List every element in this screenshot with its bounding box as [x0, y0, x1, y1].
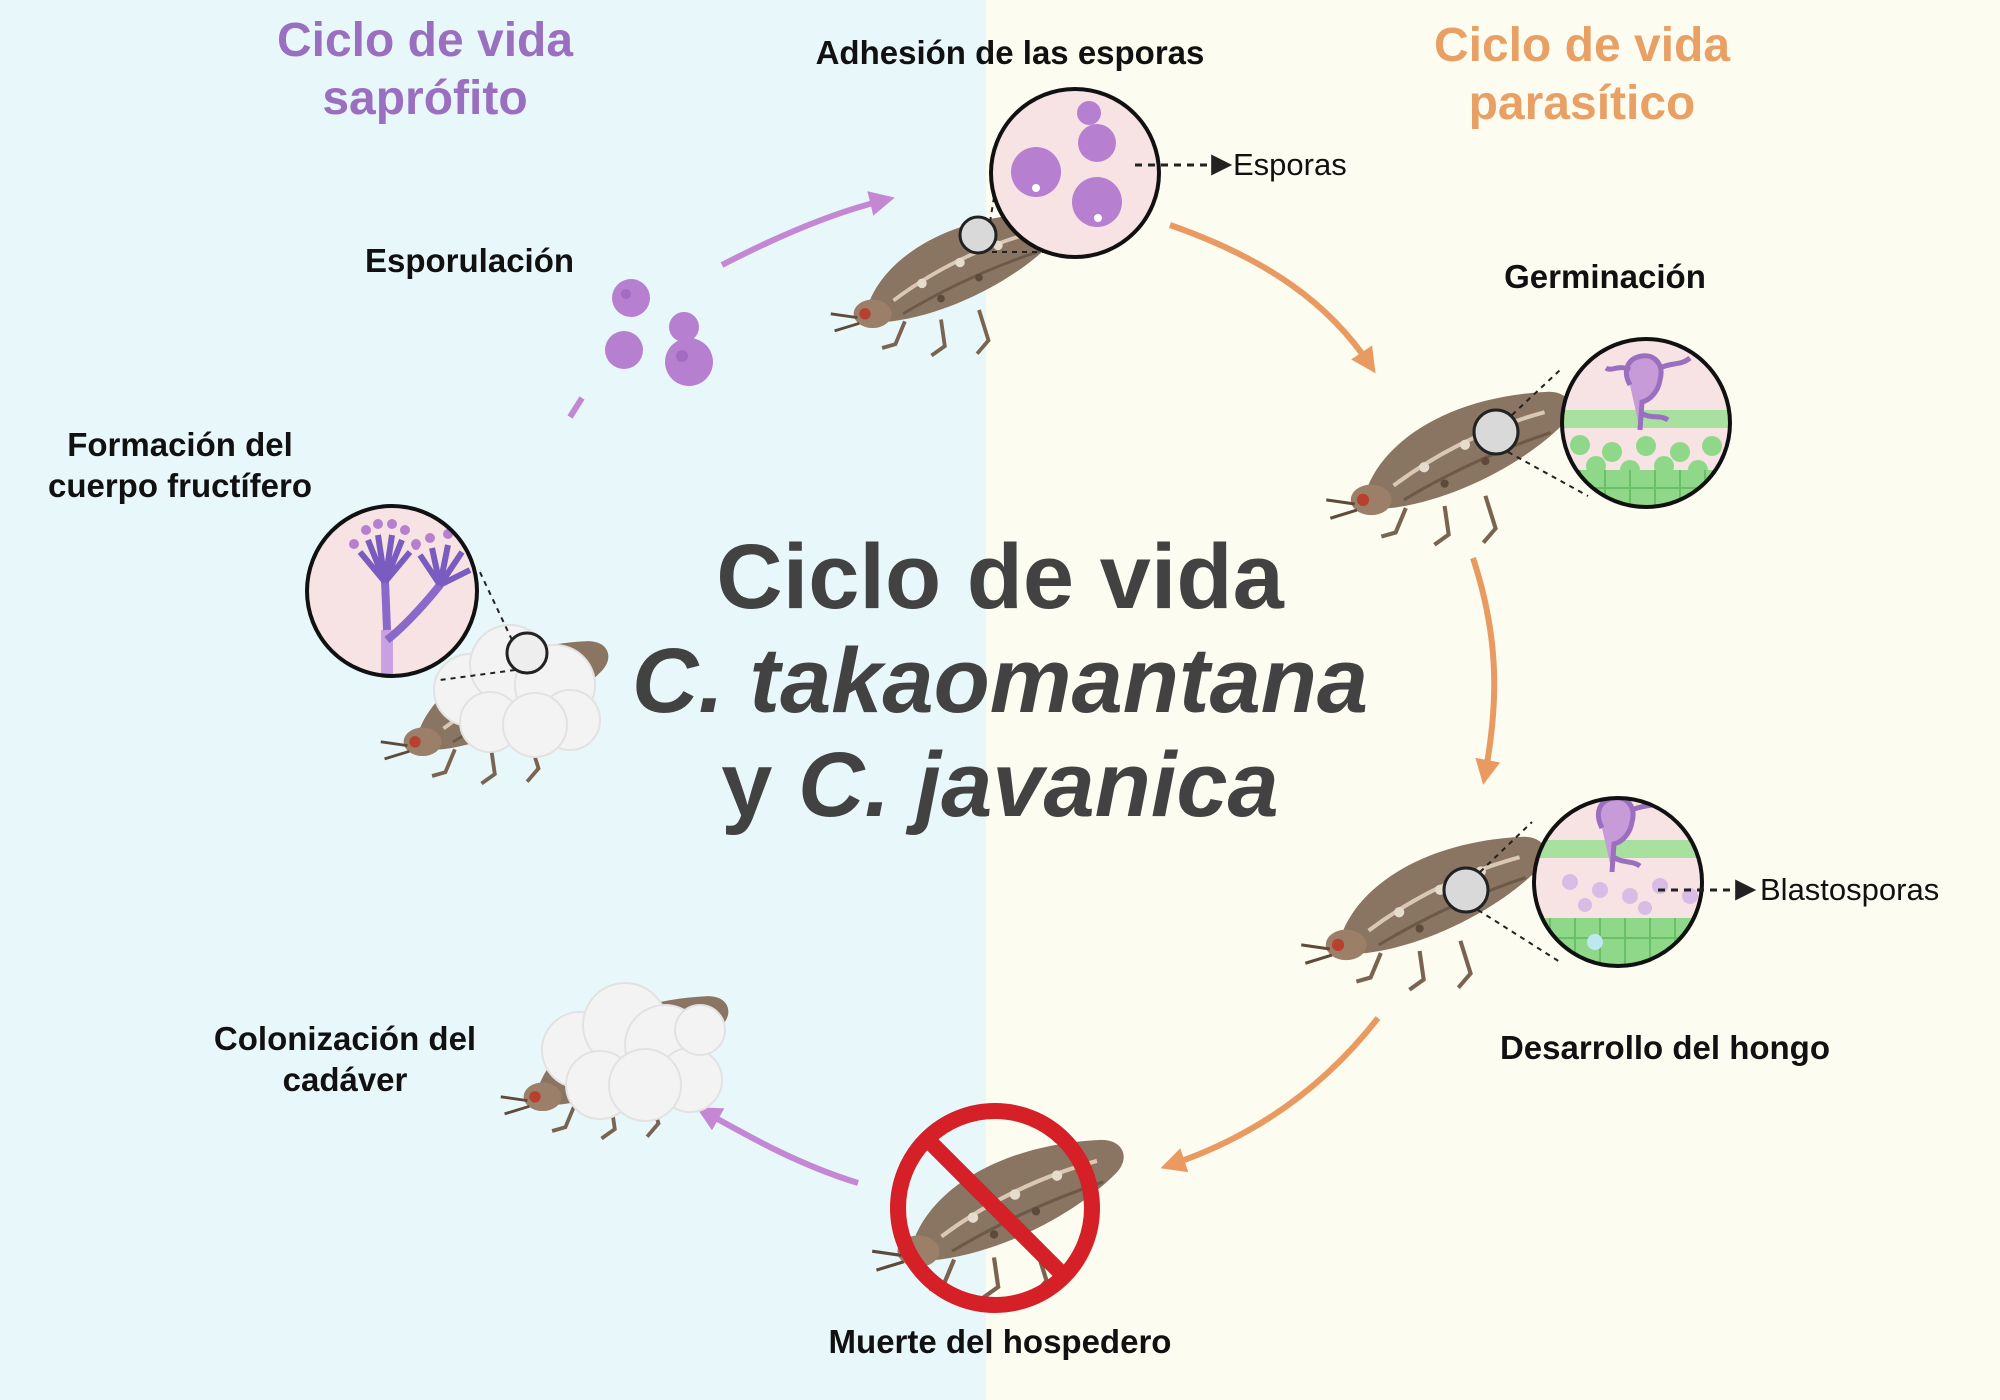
arrow-sporulation-to-adhesion [720, 191, 895, 268]
spore-icon [669, 312, 699, 342]
arrow-death-to-colonization [696, 1107, 859, 1186]
fungal-mass-icon [541, 982, 726, 1122]
spore-icon [1078, 124, 1116, 162]
magnifier-circle-icon [1442, 866, 1490, 914]
germ-tube-icon [1596, 798, 1664, 873]
label-development: Desarrollo del hongo [1499, 1029, 1831, 1066]
parasitic-section-title: Ciclo de vida parasítico [1352, 17, 1812, 133]
callout-spores: Esporas [1233, 147, 1347, 182]
magnifier-circle-icon [958, 215, 998, 255]
spore-icon [612, 279, 650, 317]
label-adhesion: Adhesión de las esporas [815, 34, 1205, 71]
center-title-species-2: C. javanica [798, 734, 1279, 836]
stage-germination-art [1326, 337, 1732, 545]
center-title-conjunction: y [721, 734, 798, 836]
parasitic-title-line2: parasítico [1468, 77, 1696, 130]
stage-death-art [872, 1103, 1124, 1313]
label-death: Muerte del hospedero [828, 1323, 1172, 1360]
prohibition-icon [890, 1103, 1100, 1313]
spore-icon [605, 331, 643, 369]
callout-blastospores: Blastosporas [1760, 872, 1940, 907]
arrow-germination-to-development [1470, 557, 1501, 785]
spore-icon [665, 338, 713, 386]
saprophytic-title-line2: saprófito [322, 72, 528, 125]
spore-icon [1011, 147, 1061, 197]
label-fruiting-line2: cuerpo fructífero [47, 467, 313, 504]
stage-adhesion-art [828, 87, 1233, 358]
saprophytic-title-line1: Ciclo de vida [276, 14, 574, 67]
magnifier-circle-icon [505, 631, 549, 675]
label-sporulation: Esporulación [365, 242, 575, 279]
conidiophore-icon [349, 519, 477, 676]
center-title: Ciclo de vida C. takaomantana y C. javan… [580, 525, 1420, 837]
saprophytic-section-title: Ciclo de vida saprófito [195, 12, 655, 128]
center-title-line3: y C. javanica [580, 733, 1420, 837]
label-colonization-line2: cadáver [282, 1061, 408, 1098]
label-fruiting-body: Formación del cuerpo fructífero [20, 424, 340, 506]
center-title-line1: Ciclo de vida [716, 526, 1284, 628]
label-colonization: Colonización del cadáver [185, 1018, 505, 1100]
label-germination: Germinación [1504, 258, 1706, 295]
sporulation-spores [605, 279, 713, 386]
stage-colonization-art [498, 982, 731, 1141]
insect-icon [1326, 392, 1570, 545]
label-fruiting-line1: Formación del [67, 426, 293, 463]
insect-icon [1301, 837, 1545, 990]
spore-icon [1072, 177, 1122, 227]
arrow-fruiting-to-sporulation [567, 396, 585, 419]
germ-tube-icon [1604, 353, 1692, 431]
magnifier-circle-icon [1472, 408, 1520, 456]
label-colonization-line1: Colonización del [213, 1020, 477, 1057]
arrow-development-to-death [1160, 1016, 1381, 1173]
arrow-adhesion-to-germination [1169, 222, 1376, 374]
stage-fruiting-art [305, 504, 611, 786]
spore-icon [1077, 101, 1101, 125]
center-title-species-1: C. takaomantana [631, 630, 1369, 732]
cycle-arrows [567, 191, 1501, 1186]
fungal-mass-icon [433, 624, 601, 758]
parasitic-title-line1: Ciclo de vida [1433, 19, 1731, 72]
